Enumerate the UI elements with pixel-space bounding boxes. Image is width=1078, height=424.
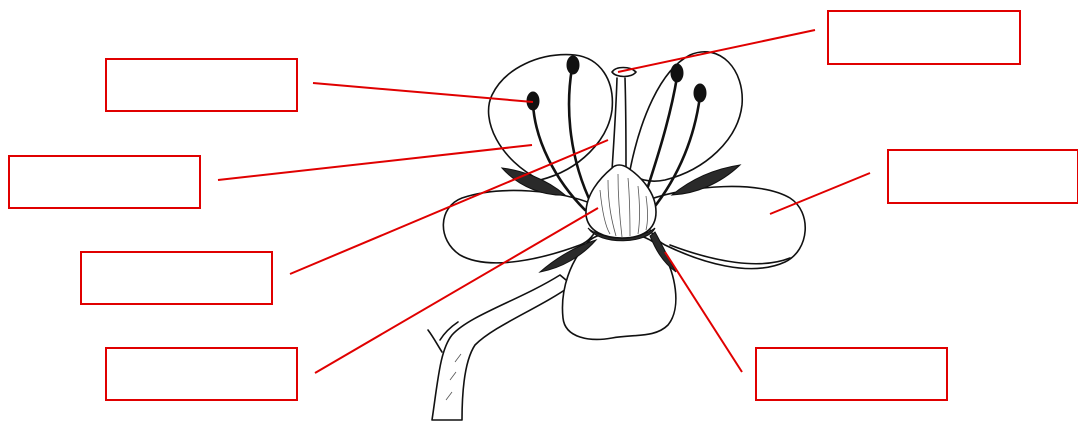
label-box-right[interactable] (888, 150, 1078, 203)
anther-2 (567, 56, 579, 74)
anther-3 (671, 64, 683, 82)
flower-illustration (428, 52, 805, 420)
petal-back-right (630, 52, 742, 181)
label-box-middle-left[interactable] (81, 252, 272, 304)
leader-sepal (665, 252, 742, 372)
anther-4 (694, 84, 706, 102)
leader-filament (218, 145, 532, 180)
style (612, 78, 626, 170)
label-box-left[interactable] (9, 156, 200, 208)
stem (428, 275, 572, 420)
label-box-upper-left[interactable] (106, 59, 297, 111)
label-box-bottom-right[interactable] (756, 348, 947, 400)
label-box-lower-left[interactable] (106, 348, 297, 400)
label-box-top-right[interactable] (828, 11, 1020, 64)
leader-petal (770, 173, 870, 214)
